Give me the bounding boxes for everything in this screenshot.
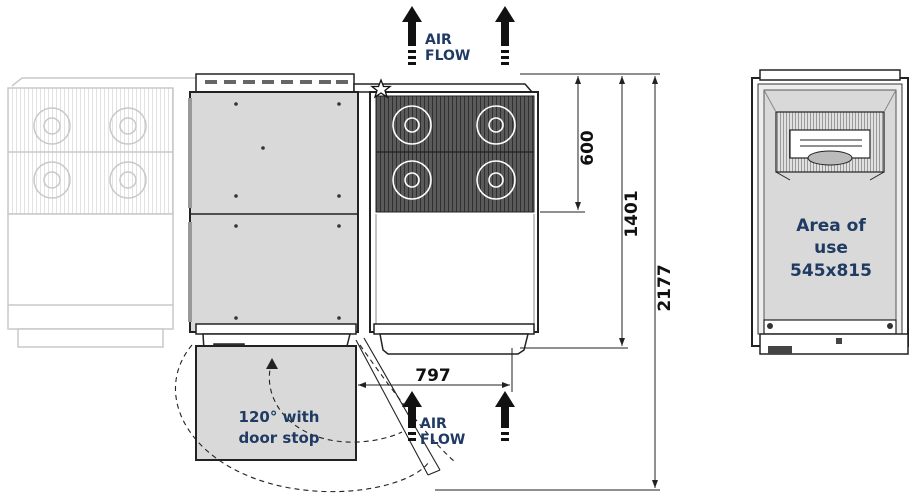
- dimension-labels: 600 1401 2177 797: [415, 130, 675, 386]
- air-flow-bottom: AIR FLOW: [402, 391, 515, 448]
- svg-text:door stop: door stop: [238, 429, 319, 447]
- svg-text:FLOW: FLOW: [425, 48, 470, 64]
- main-unit: [369, 91, 539, 333]
- dim-1401: 1401: [622, 190, 642, 237]
- door-stop-label: 120° with door stop: [238, 408, 319, 447]
- dim-2177: 2177: [655, 264, 675, 311]
- dim-600: 600: [578, 130, 598, 166]
- dimension-lines: [355, 73, 660, 491]
- arrow-up-icon: [495, 391, 515, 441]
- svg-text:AIR: AIR: [425, 32, 452, 48]
- svg-text:use: use: [814, 238, 848, 258]
- door-panel: [188, 91, 359, 333]
- open-door: [195, 345, 357, 461]
- dim-797: 797: [415, 366, 451, 386]
- dimension-arrowheads: [358, 76, 658, 488]
- arrow-up-icon: [495, 6, 515, 65]
- svg-text:FLOW: FLOW: [420, 432, 465, 448]
- svg-text:Area of: Area of: [796, 216, 866, 236]
- arc-arrow-icon: [266, 358, 278, 369]
- arrow-up-icon: [402, 6, 422, 65]
- top-rail: [195, 73, 534, 93]
- ghost-unit: [7, 77, 201, 348]
- hinge-marker-icon: [370, 78, 392, 99]
- arrow-up-icon: [402, 391, 422, 441]
- door-stop-outline: [355, 337, 441, 476]
- svg-text:AIR: AIR: [420, 416, 447, 432]
- svg-text:545x815: 545x815: [790, 261, 872, 281]
- area-of-use-label: Area of use 545x815: [790, 216, 872, 281]
- top-view-unit: [751, 69, 909, 355]
- air-flow-top: AIR FLOW: [402, 6, 515, 65]
- svg-text:120° with: 120° with: [239, 408, 320, 426]
